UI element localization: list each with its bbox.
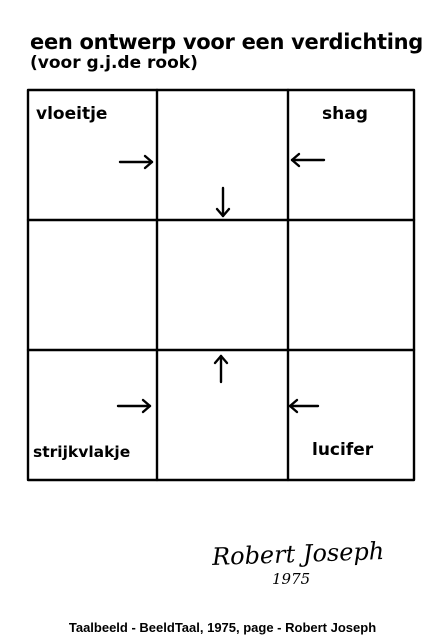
arrow-right-icon [116,398,152,414]
arrow-right-icon [118,154,154,170]
arrow-left-icon [290,152,326,168]
artist-signature: Robert Joseph [211,537,385,571]
arrow-down-icon [215,186,231,218]
arrow-up-icon [213,354,229,384]
poem-title: een ontwerp voor een verdichting [30,30,423,54]
arrow-left-icon [288,398,320,414]
label-strijkvlakje: strijkvlakje [33,443,131,461]
label-shag: shag [322,104,368,124]
image-caption: Taalbeeld - BeeldTaal, 1975, page - Robe… [68,620,377,635]
label-vloeitje: vloeitje [36,104,108,124]
poem-dedication: (voor g.j.de rook) [30,53,198,73]
label-lucifer: lucifer [312,440,374,460]
signature-year: 1975 [272,570,311,588]
grid-frame [26,88,416,482]
